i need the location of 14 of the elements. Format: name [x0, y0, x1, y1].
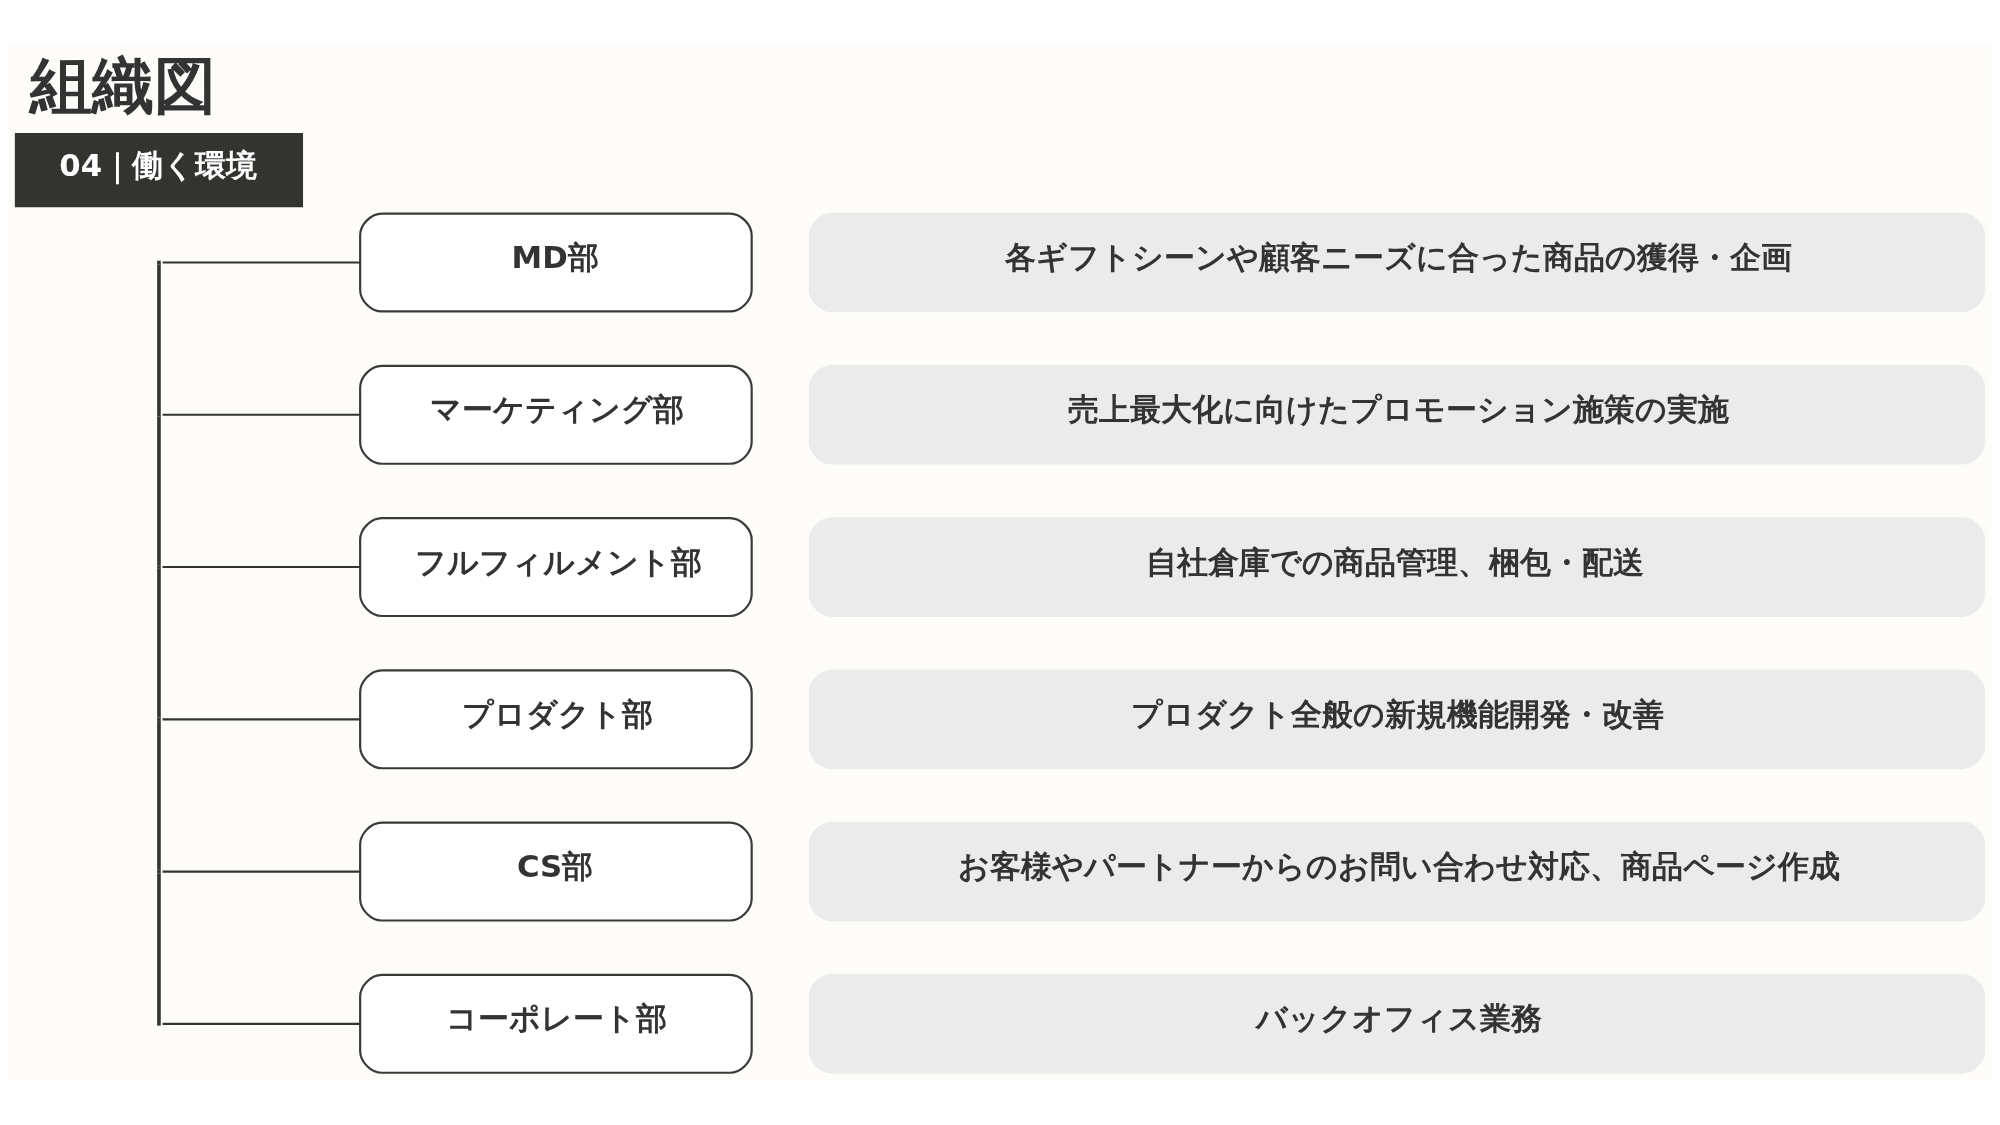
node-box: CS部 [359, 821, 753, 922]
node-box: MD部 [359, 212, 753, 313]
connector [162, 1022, 361, 1025]
connector [162, 718, 361, 721]
node-box: プロダクト部 [359, 669, 753, 770]
connector [162, 565, 361, 569]
node-box: マーケティング部 [359, 364, 753, 465]
diagram-title: 組織図 [30, 49, 217, 122]
node-box: コーポレート部 [359, 973, 753, 1074]
connector [162, 261, 361, 264]
connector [162, 870, 361, 873]
node-box: 04｜働く環境 [14, 132, 304, 208]
connector [162, 413, 361, 416]
node-box: フルフィルメント部 [359, 517, 753, 618]
